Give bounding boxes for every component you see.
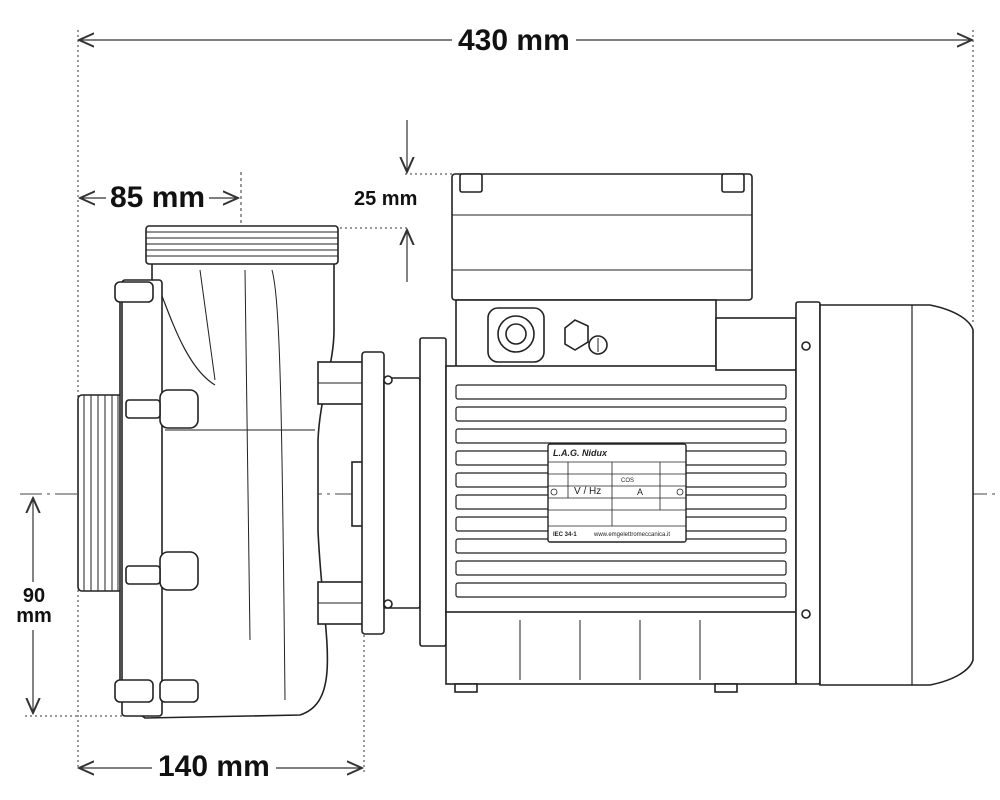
front-flange <box>121 279 163 717</box>
inlet-offset-label: 85 mm <box>106 183 210 213</box>
nameplate-voltage: V / Hz <box>574 486 602 497</box>
pump-head <box>77 225 339 719</box>
housing-bolts <box>114 281 199 703</box>
rear-flange <box>795 301 821 685</box>
pump-head-length-label: 140 mm <box>152 752 276 782</box>
center-height-label: 90 mm <box>6 582 62 630</box>
nameplate-amps: A <box>637 487 644 497</box>
nameplate-website: www.emgelettromeccanica.it <box>594 532 671 538</box>
terminal-box <box>451 173 753 371</box>
threaded-outlet <box>145 225 339 265</box>
rating-plate <box>547 443 687 543</box>
nameplate-standard: IEC 34-1 <box>553 532 577 538</box>
motor <box>445 173 974 693</box>
total-length-label: 430 mm <box>452 26 576 56</box>
center-height-unit: mm <box>16 605 52 627</box>
fan-cover <box>819 304 974 686</box>
motor-bracket <box>317 337 447 647</box>
center-height-value: 90 <box>22 585 46 607</box>
threaded-inlet <box>77 394 125 592</box>
nameplate-brand: L.A.G. Nidux <box>553 448 607 458</box>
outlet-height-label: 25 mm <box>352 188 420 210</box>
nameplate-cos: COS <box>621 478 635 484</box>
